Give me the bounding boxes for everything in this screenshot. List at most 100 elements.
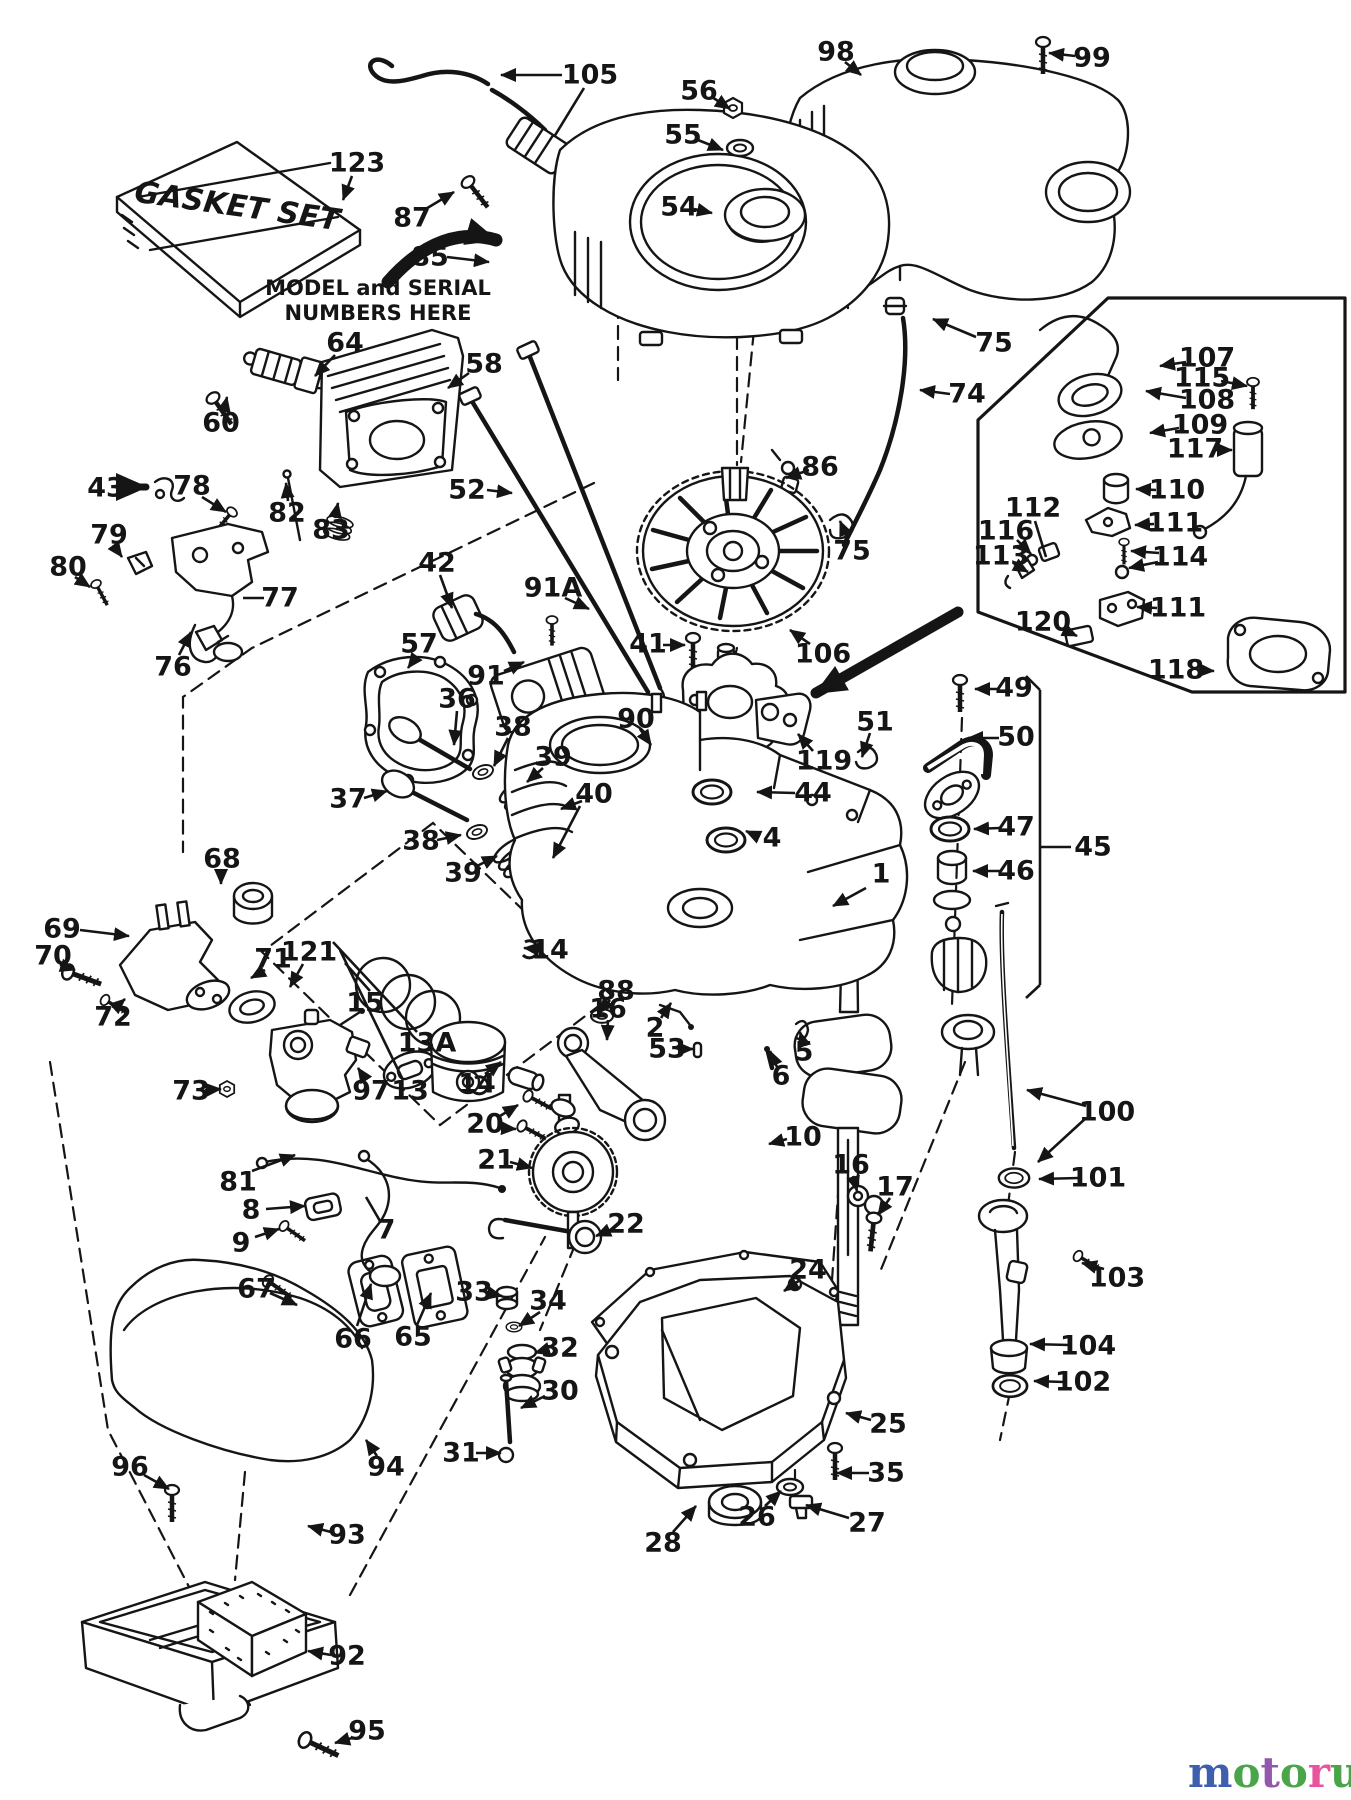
part-callout-100: 100 (1079, 1097, 1135, 1128)
part-spark-plug-wire (368, 57, 581, 178)
part-110-terminal (1102, 472, 1130, 505)
part-callout-46: 46 (997, 856, 1035, 887)
emphasis-arrows (116, 218, 964, 699)
leader-arrow (109, 998, 126, 1015)
leader-arrow (838, 520, 853, 541)
leader-arrow (1136, 600, 1158, 615)
part-121-carburetor (268, 1008, 371, 1124)
leader-arrow (492, 737, 510, 767)
leader-arrow (1135, 482, 1157, 497)
leader-arrow (636, 728, 653, 746)
part-callout-5: 5 (795, 1037, 814, 1068)
leader-arrow (438, 574, 454, 609)
part-33-spool (495, 1285, 519, 1311)
part-callout-37: 37 (329, 784, 367, 815)
part-callout-14: 14 (531, 935, 569, 966)
part-77-bracket (170, 522, 270, 652)
part-callout-95: 95 (348, 1716, 386, 1747)
leader-arrow (973, 821, 1001, 836)
part-49-screw (953, 675, 967, 712)
part-callout-90: 90 (617, 704, 655, 735)
part-callout-64: 64 (326, 328, 364, 359)
part-36-valve (388, 716, 473, 772)
part-callout-26: 26 (738, 1502, 776, 1533)
part-callout-14: 14 (458, 1069, 496, 1100)
part-callout-2: 2 (646, 1013, 665, 1044)
model-serial-line1: MODEL and SERIAL (265, 276, 491, 300)
part-55-washer (725, 138, 755, 158)
leader-arrow (1048, 47, 1076, 62)
part-118-mounting-bracket (1226, 616, 1332, 692)
leader-arrow (789, 628, 811, 646)
part-111-breaker-points (1084, 506, 1132, 538)
part-114-screw-washer (1114, 536, 1131, 580)
part-callout-75: 75 (833, 536, 871, 567)
leader-arrow (1220, 376, 1248, 391)
part-2-governor-lever (658, 1003, 694, 1030)
leader-line (1025, 984, 1041, 999)
part-callout-17: 17 (876, 1172, 914, 1203)
leader-arrow (1128, 558, 1159, 572)
part-94-air-cleaner-cover (109, 1258, 375, 1463)
leader-arrow (73, 572, 91, 589)
part-53-pin (692, 1041, 703, 1059)
leader-line (1033, 520, 1048, 558)
part-callout-7: 7 (377, 1215, 396, 1246)
leader-arrow (768, 1050, 783, 1068)
leader-arrow (745, 829, 763, 844)
part-callout-101: 101 (1070, 1163, 1126, 1194)
leader-arrow (832, 886, 867, 908)
leader-arrow (503, 660, 525, 675)
part-callout-25: 25 (869, 1409, 907, 1440)
part-callout-58: 58 (465, 349, 503, 380)
part-callout-13: 13 (391, 1076, 429, 1107)
part-callout-103: 103 (1089, 1263, 1145, 1294)
part-46-bushing (936, 849, 968, 886)
part-callout-49: 49 (995, 673, 1033, 704)
leader-arrow (1059, 623, 1078, 638)
part-106-flywheel (635, 466, 831, 633)
leader-arrow (1130, 545, 1160, 560)
part-callout-15: 15 (346, 988, 384, 1019)
part-callout-22: 22 (607, 1209, 645, 1240)
part-blower-housing (552, 108, 891, 347)
part-callout-24: 24 (789, 1255, 827, 1286)
part-callout-65: 65 (394, 1322, 432, 1353)
leader-arrow (436, 831, 462, 845)
part-callout-30: 30 (541, 1376, 579, 1407)
part-callout-83: 83 (312, 515, 350, 546)
part-80-screw (87, 576, 114, 610)
leader-arrow (107, 540, 124, 558)
part-callout-55: 55 (664, 120, 702, 151)
part-callout-45: 45 (1074, 832, 1112, 863)
part-95-screw (296, 1730, 341, 1763)
part-callout-119: 119 (796, 746, 852, 777)
leader-arrow (693, 202, 713, 217)
part-callout-86: 86 (801, 452, 839, 483)
part-69-bracket (118, 900, 231, 1012)
part-25-oil-pan (594, 1274, 848, 1490)
leader-arrow (711, 94, 731, 111)
part-22-follower (487, 1217, 603, 1255)
part-callout-118: 118 (1148, 655, 1204, 686)
part-callout-115: 115 (1174, 363, 1230, 394)
engine-parts-artwork: GASKET SET (60, 37, 1347, 1763)
part-91A-screw (544, 614, 560, 648)
part-callout-88: 88 (597, 976, 635, 1007)
leader-arrow (1159, 356, 1187, 371)
leader-arrow (564, 596, 590, 611)
leader-arrow (768, 1133, 788, 1147)
leader-arrow (254, 1227, 280, 1241)
ignition-inset-box (976, 296, 1347, 694)
leader-arrow (1011, 558, 1029, 574)
part-38-washer (464, 821, 490, 843)
leader-arrow (595, 1223, 613, 1238)
leader-arrow (485, 1286, 503, 1300)
leader-arrow (797, 1031, 812, 1049)
part-callout-34: 34 (529, 1286, 567, 1317)
leader-arrow (334, 1732, 353, 1746)
leader-arrow (1029, 1337, 1070, 1352)
part-callout-93: 93 (328, 1520, 366, 1551)
part-callout-123: 123 (329, 148, 385, 179)
leader-arrow (783, 1276, 801, 1293)
